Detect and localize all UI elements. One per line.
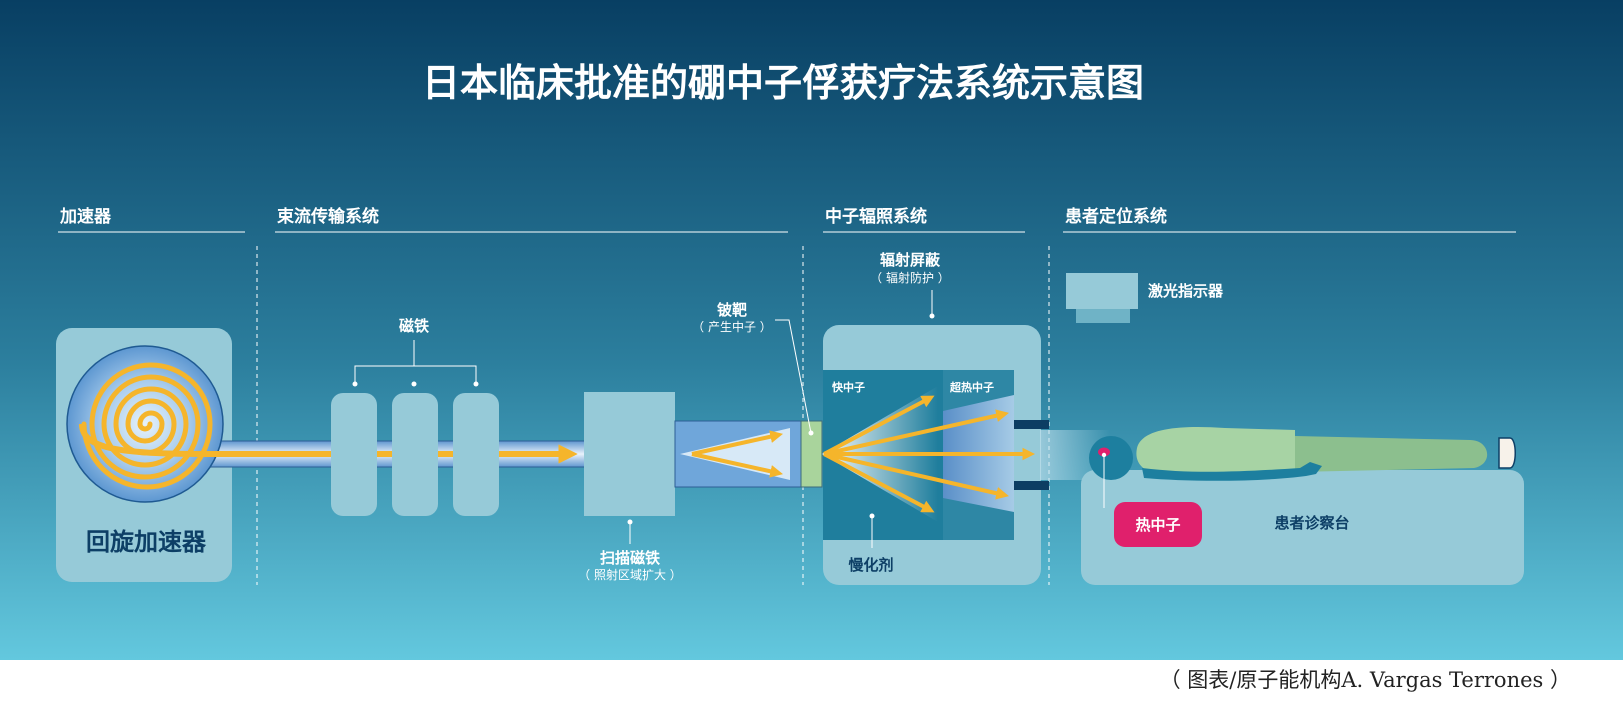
neutron-arrow <box>823 452 1009 500</box>
patient-head <box>1089 436 1133 480</box>
epithermal-neutrons-label: 超热中子 <box>949 380 994 394</box>
laser-pointer-label: 激光指示器 <box>1148 282 1224 300</box>
collimator <box>1014 481 1049 490</box>
section-neutron-irradiation: 中子辐照系统 <box>825 206 927 227</box>
beam-arrow <box>691 452 783 478</box>
fast-neutrons-label: 快中子 <box>831 380 865 394</box>
bnct-diagram: 日本临床批准的硼中子俘获疗法系统示意图 加速器 束流传输系统 中子辐照系统 患者… <box>0 0 1623 660</box>
patient-foot <box>1498 437 1516 469</box>
scanning-magnet-note: （ 照射区域扩大 ） <box>578 567 682 582</box>
proton-beam-arrow <box>79 423 578 464</box>
thermal-neutrons-label: 热中子 <box>1135 516 1180 534</box>
section-accelerator: 加速器 <box>59 206 112 227</box>
target-label: 铍靶 <box>717 301 747 319</box>
leader-dot <box>929 313 935 319</box>
cyclotron-label: 回旋加速器 <box>86 528 207 556</box>
neutron-arrow <box>823 395 935 456</box>
magnet <box>331 393 377 516</box>
leader-dot <box>352 381 358 387</box>
patient-torso <box>1136 427 1295 474</box>
leader-dot <box>808 430 814 436</box>
magnets-bracket <box>354 340 477 384</box>
scanning-magnet-label: 扫描磁铁 <box>600 549 660 567</box>
leader-dot <box>411 381 417 387</box>
collimator <box>1014 420 1049 429</box>
neutron-arrow <box>823 409 1009 456</box>
leader-line <box>775 319 812 434</box>
leader-dot <box>1101 452 1107 458</box>
beam-arrow <box>691 430 783 456</box>
shield-label: 辐射屏蔽 <box>880 251 941 269</box>
section-beam-transport: 束流传输系统 <box>277 206 379 227</box>
tumor-marker <box>1098 447 1110 457</box>
treatment-table <box>1081 470 1524 585</box>
shield-note: （ 辐射防护 ） <box>870 270 950 285</box>
leader-dot <box>627 519 633 525</box>
image-credit: （ 图表/原子能机构A. Vargas Terrones ） <box>1159 668 1571 692</box>
magnet <box>453 393 499 516</box>
target-note: （ 产生中子 ） <box>692 319 772 334</box>
section-patient-positioning: 患者定位系统 <box>1065 206 1167 227</box>
magnet <box>392 393 438 516</box>
leader-dot <box>473 381 479 387</box>
scanning-magnet <box>584 392 675 516</box>
neutron-arrow <box>823 452 935 513</box>
patient-arm <box>1142 462 1322 481</box>
magnets-label: 磁铁 <box>399 317 429 335</box>
page-title: 日本临床批准的硼中子俘获疗法系统示意图 <box>422 61 1144 105</box>
patient-legs <box>1295 436 1488 472</box>
laser-pointer-base <box>1076 309 1130 323</box>
beam-spread <box>680 428 790 480</box>
thermal-neutrons-badge <box>1114 502 1202 547</box>
moderator-label: 慢化剂 <box>848 556 893 574</box>
laser-pointer <box>1066 273 1138 309</box>
leader-dot <box>869 513 875 519</box>
cyclotron-spiral <box>81 362 213 490</box>
treatment-table-label: 患者诊察台 <box>1274 514 1349 532</box>
